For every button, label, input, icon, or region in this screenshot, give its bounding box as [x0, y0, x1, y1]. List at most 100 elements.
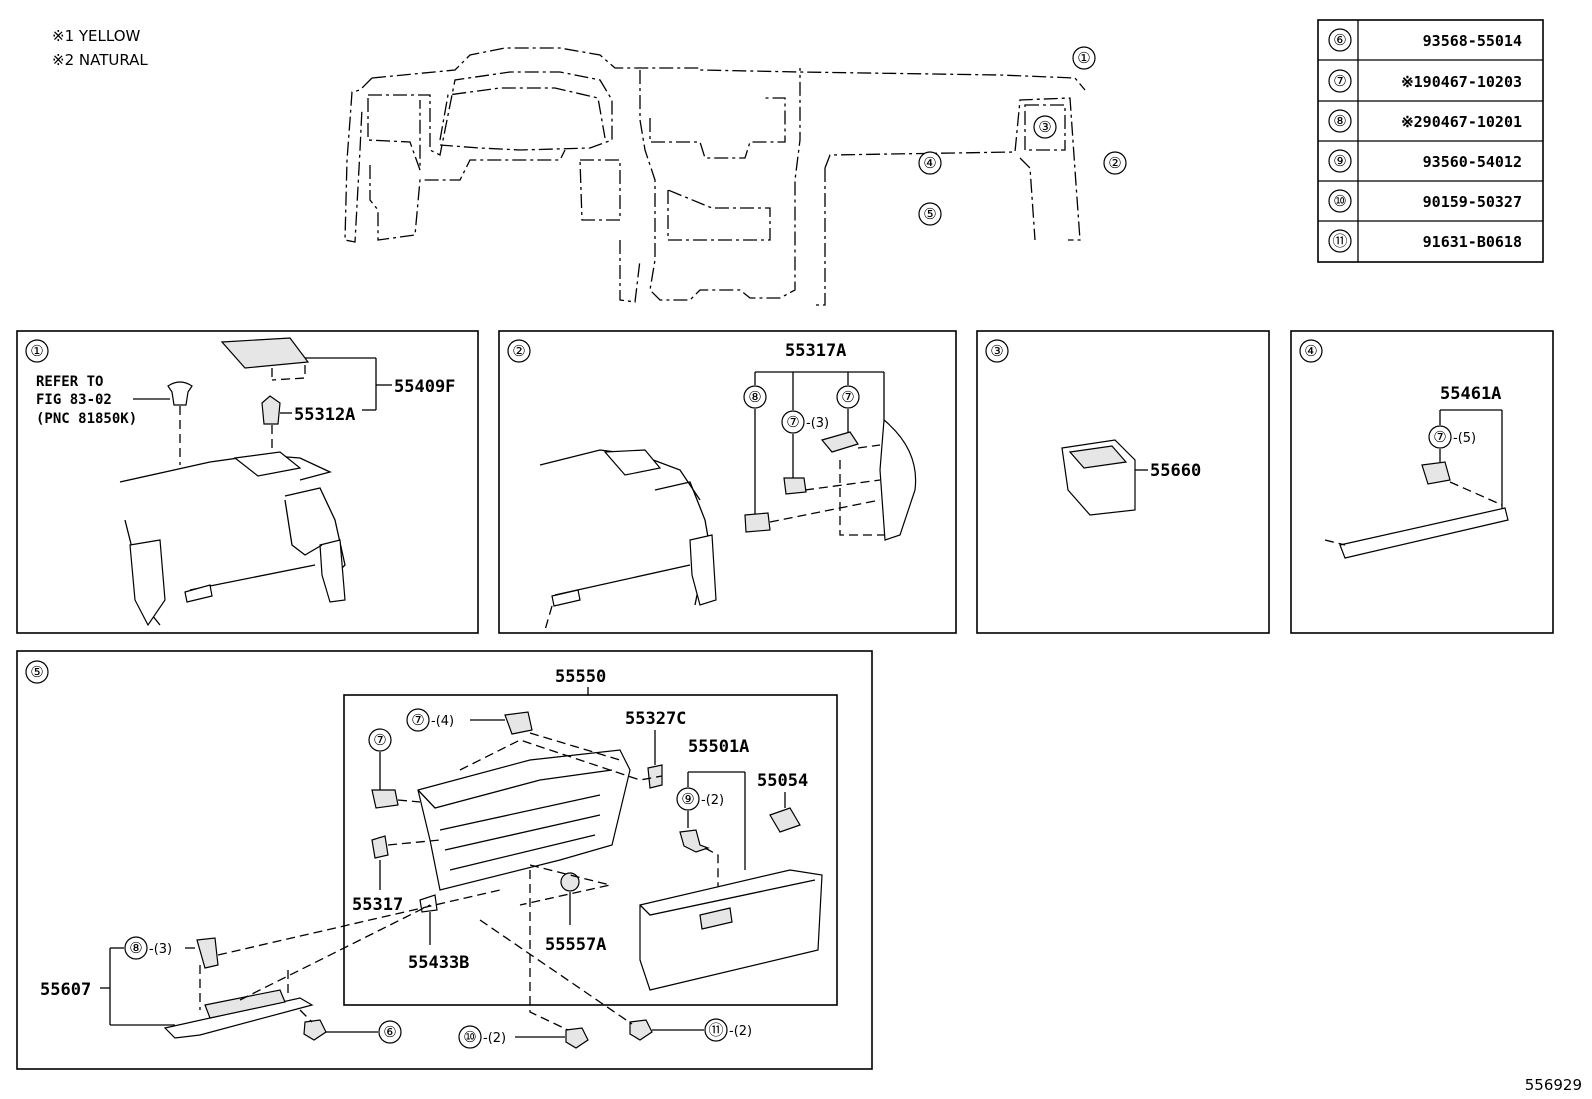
ref-10-label: ⑩: [463, 1028, 476, 1046]
refer-pnc-text: (PNC 81850K): [36, 411, 137, 427]
table-part-10: 90159-50327: [1423, 193, 1522, 211]
vent-55660-louvers: [1068, 445, 1128, 469]
ref-7-qty4: [406, 708, 430, 732]
panel-5-leader: [397, 732, 663, 803]
clip-7-left: [371, 789, 399, 809]
dash-right-vent: [1024, 104, 1066, 151]
dash-center-upper: [649, 97, 786, 159]
table-ref-10-label: ⑩: [1333, 192, 1346, 210]
label-55501A: 55501A: [688, 737, 749, 757]
part-number-table: ⑥ 93568-55014 ⑦ ※190467-10203 ⑧ ※290467-…: [1317, 19, 1544, 263]
part-55327C: [647, 764, 663, 789]
overview-ref-2: [1103, 151, 1127, 175]
part-55054: [769, 807, 801, 833]
dash-cluster-inner: [439, 87, 606, 141]
cover-55409F: [220, 337, 310, 369]
dash-side-bracket: [319, 539, 346, 603]
panel-1: ① REFER TO FIG 83-02 (PNC 81850K) 55409F…: [16, 330, 479, 634]
dash-glovebox-left: [812, 168, 826, 306]
panel-5-leader: [704, 847, 719, 890]
dash-vent-slot-2: [551, 589, 581, 607]
panel-5-leader: [479, 919, 633, 1025]
table-part-7: ※190467-10203: [1401, 73, 1522, 91]
panel-4-border: [1290, 330, 1554, 634]
qty-2b: -(2): [483, 1031, 506, 1046]
panel-2-qty-3: -(3): [806, 416, 829, 431]
label-55054: 55054: [757, 771, 808, 791]
panel-5: ⑤ 55550 ⑦ -(4) ⑦ 55327C 55317 55433: [16, 650, 873, 1070]
overview-ref-1: [1072, 46, 1096, 70]
part-55317: [371, 835, 389, 859]
label-55317: 55317: [352, 895, 403, 915]
panel-2-ref-8-label: ⑧: [748, 388, 761, 406]
screw-10: [565, 1027, 589, 1049]
ref-11: [704, 1018, 728, 1042]
table-ref-9-label: ⑨: [1333, 152, 1346, 170]
panel-2-border: [498, 330, 957, 634]
door-latch: [699, 907, 733, 930]
panel-2-ref-7b: [836, 385, 860, 409]
screw-6: [303, 1019, 327, 1041]
table-part-6: 93568-55014: [1423, 32, 1522, 50]
ref-7-left: [368, 728, 392, 752]
panel-1-leader: [271, 365, 306, 381]
panel-4-qty-5: -(5): [1453, 431, 1476, 446]
panel-5-leader: [387, 839, 441, 846]
refer-fig-text: FIG 83-02: [36, 392, 112, 408]
dash-lower-left: [369, 149, 566, 241]
panel-5-ref: [25, 660, 49, 684]
panel-2-ref-label: ②: [512, 342, 525, 360]
label-55327C: 55327C: [625, 709, 686, 729]
label-55317A: 55317A: [785, 341, 846, 361]
dash-right-side: [824, 97, 1081, 241]
label-55660: 55660: [1150, 461, 1201, 481]
qty-3: -(3): [149, 942, 172, 957]
panel-4-leader: [1324, 481, 1503, 546]
table-ref-8-label: ⑧: [1333, 112, 1346, 130]
ref-7-qty4-label: ⑦: [411, 711, 424, 729]
label-55409F: 55409F: [394, 377, 455, 397]
figure-id: 556929: [1525, 1076, 1582, 1094]
ref-11-label: ⑪: [708, 1021, 723, 1039]
panel-4-ref-label: ④: [1304, 342, 1317, 360]
clip-55312A: [261, 395, 281, 425]
panel-2-ref-7b-label: ⑦: [841, 388, 854, 406]
part-55557A: [560, 872, 580, 892]
overview-ref-1-label: ①: [1077, 49, 1090, 67]
dash-top-outline: [371, 47, 1086, 91]
panel-4: ④ 55461A ⑦ -(5): [1290, 330, 1554, 634]
panel-5-leader: [519, 864, 611, 906]
table-ref-7: [1328, 69, 1352, 93]
dash-left-end: [344, 77, 373, 243]
clip-8-lower: [196, 937, 219, 969]
dash-recess-2: [603, 449, 662, 476]
overview-ref-4: [918, 151, 942, 175]
table-ref-11: [1328, 229, 1352, 253]
panel-2-leader: [544, 605, 553, 631]
table-ref-8: [1328, 109, 1352, 133]
ref-8-label: ⑧: [129, 939, 142, 957]
label-55607: 55607: [40, 980, 91, 1000]
screw-9: [679, 829, 710, 853]
ref-9-label: ⑨: [681, 790, 694, 808]
ref-10: [458, 1025, 482, 1049]
panel-2-ref: [507, 339, 531, 363]
dash-vent-slot: [184, 584, 213, 603]
qty-2a: -(2): [701, 793, 724, 808]
panel-5-leader: [439, 794, 601, 871]
overview-ref-2-label: ②: [1108, 154, 1121, 172]
dash-center-stack: [639, 68, 801, 301]
clip-7-panel4: [1421, 461, 1451, 485]
ref-6: [378, 1020, 402, 1044]
clip-7b: [820, 431, 859, 453]
table-ref-10: [1328, 189, 1352, 213]
assembly-55550-border: [343, 694, 838, 1006]
panel-1-border: [16, 330, 479, 634]
strip-55461A: [1339, 507, 1509, 559]
qty-4: -(4): [431, 714, 454, 729]
refer-to-text: REFER TO: [36, 374, 103, 390]
label-55433B: 55433B: [408, 953, 469, 973]
dash-key-panel: [579, 159, 621, 221]
table-part-11: 91631-B0618: [1423, 233, 1522, 251]
